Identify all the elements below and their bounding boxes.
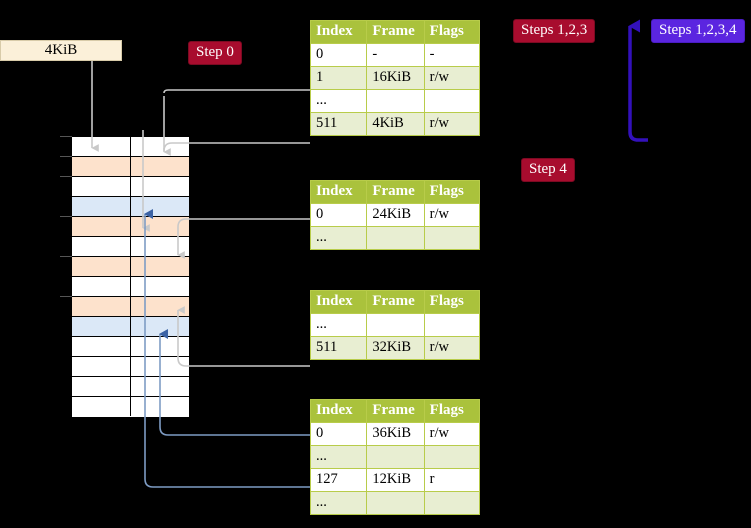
- memory-grid-divider-1: [130, 136, 131, 416]
- grid-tick: [60, 216, 72, 217]
- grid-tick: [60, 136, 72, 137]
- table-cell: [423, 226, 481, 250]
- table-cell: 511: [309, 336, 368, 360]
- chip-step-4: Step 4: [521, 158, 575, 182]
- table-cell: 0: [309, 422, 368, 446]
- table-cell: [366, 491, 425, 515]
- table-cell: r/w: [423, 112, 481, 136]
- grid-tick: [60, 256, 72, 257]
- frame-box-label: 4KiB: [44, 42, 78, 58]
- table-cell: 0: [309, 203, 368, 227]
- table-row: ...: [309, 445, 481, 469]
- grid-tick: [60, 296, 72, 297]
- table-row: 0--: [309, 43, 481, 67]
- table-cell: 36KiB: [366, 422, 425, 446]
- table-cell: ...: [309, 313, 368, 337]
- wire-steps-loop: [628, 19, 648, 142]
- table-header-cell: Index: [309, 399, 368, 423]
- table-cell: [366, 226, 425, 250]
- table-header-cell: Frame: [366, 180, 425, 204]
- table-cell: [366, 313, 425, 337]
- table-header-cell: Index: [309, 20, 368, 44]
- table-cell: 127: [309, 468, 368, 492]
- grid-tick: [60, 156, 72, 157]
- table-header-cell: Index: [309, 290, 368, 314]
- chip-steps-1234-label: Steps 1,2,3,4: [659, 22, 737, 38]
- chip-steps-123: Steps 1,2,3: [513, 19, 596, 43]
- table-cell: 32KiB: [366, 336, 425, 360]
- wire-pd-to-grid: [177, 306, 310, 367]
- table-header-cell: Flags: [423, 290, 481, 314]
- table-cell: 511: [309, 112, 368, 136]
- table-cell: [366, 445, 425, 469]
- chip-step-4-label: Step 4: [529, 161, 567, 177]
- wire-step0-down: [163, 89, 310, 94]
- table-row: ...: [309, 313, 481, 337]
- table-header-cell: Flags: [423, 20, 481, 44]
- table-cell: 1: [309, 66, 368, 90]
- table-cell: -: [423, 43, 481, 67]
- table-cell: 4KiB: [366, 112, 425, 136]
- table-header-cell: Flags: [423, 180, 481, 204]
- table-cell: r/w: [423, 66, 481, 90]
- table-cell: r/w: [423, 422, 481, 446]
- table-cell: 12KiB: [366, 468, 425, 492]
- table-cell: -: [366, 43, 425, 67]
- table-header-cell: Index: [309, 180, 368, 204]
- chip-steps-123-label: Steps 1,2,3: [521, 22, 588, 38]
- table-header-cell: Flags: [423, 399, 481, 423]
- table-header-cell: Frame: [366, 290, 425, 314]
- table-row: ...: [309, 226, 481, 250]
- memory-grid-divider-2: [170, 136, 171, 416]
- table-header-cell: Frame: [366, 20, 425, 44]
- chip-step-0: Step 0: [188, 41, 242, 65]
- table-cell: [366, 89, 425, 113]
- frame-box-4kib: 4KiB: [0, 40, 122, 61]
- table-cell: 24KiB: [366, 203, 425, 227]
- table-cell: ...: [309, 445, 368, 469]
- table-cell: r/w: [423, 203, 481, 227]
- table-cell: 16KiB: [366, 66, 425, 90]
- table-header-cell: Frame: [366, 399, 425, 423]
- table-cell: [423, 89, 481, 113]
- table-cell: ...: [309, 226, 368, 250]
- table-cell: [423, 313, 481, 337]
- grid-tick: [60, 176, 72, 177]
- wire-pdp-to-grid: [177, 218, 310, 259]
- table-cell: [423, 491, 481, 515]
- table-cell: r/w: [423, 336, 481, 360]
- chip-steps-1234: Steps 1,2,3,4: [651, 19, 745, 43]
- table-cell: ...: [309, 89, 368, 113]
- table-row: ...: [309, 491, 481, 515]
- table-row: ...: [309, 89, 481, 113]
- table-cell: r: [423, 468, 481, 492]
- table-cell: [423, 445, 481, 469]
- table-cell: ...: [309, 491, 368, 515]
- table-cell: 0: [309, 43, 368, 67]
- chip-step-0-label: Step 0: [196, 44, 234, 60]
